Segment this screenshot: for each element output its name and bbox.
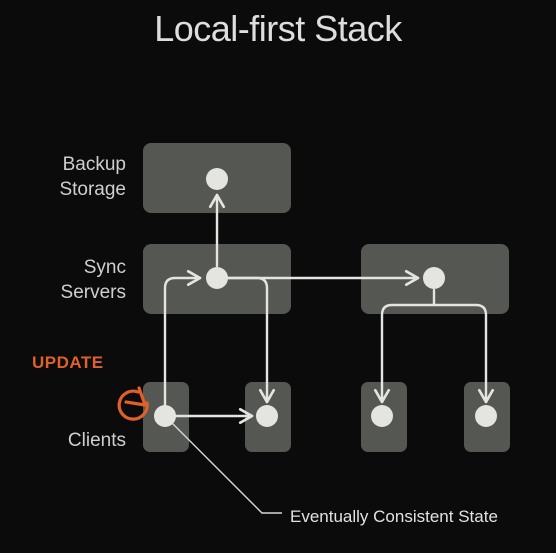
annotation-leader-line: [164, 415, 282, 514]
eventually-consistent-annotation: Eventually Consistent State: [290, 507, 498, 526]
sync-server-node-2: [423, 267, 445, 289]
backup-storage-label: Backup Storage: [6, 152, 126, 202]
client-node-1: [154, 405, 176, 427]
sync-label-line2: Servers: [60, 282, 126, 303]
arrow-sync2-to-client-4: [432, 303, 495, 404]
arrow-sync-to-client-2: [226, 276, 276, 404]
arrow-client-to-sync: [163, 269, 202, 407]
backup-storage-node: [206, 168, 228, 190]
client-node-2: [256, 405, 278, 427]
update-label: UPDATE: [32, 353, 104, 372]
diagram-title: Local-first Stack: [154, 8, 402, 49]
backup-label-line1: Backup: [62, 154, 126, 175]
sync-server-node-1: [206, 267, 228, 289]
sync-label-line1: Sync: [83, 257, 126, 278]
sync-servers-label: Sync Servers: [6, 255, 126, 305]
clients-label: Clients: [67, 430, 126, 451]
arrow-sync2-to-client-3: [373, 288, 436, 404]
backup-label-line2: Storage: [59, 179, 126, 200]
update-cycle-icon: [117, 386, 149, 421]
client-node-4: [475, 405, 497, 427]
client-node-3: [371, 405, 393, 427]
